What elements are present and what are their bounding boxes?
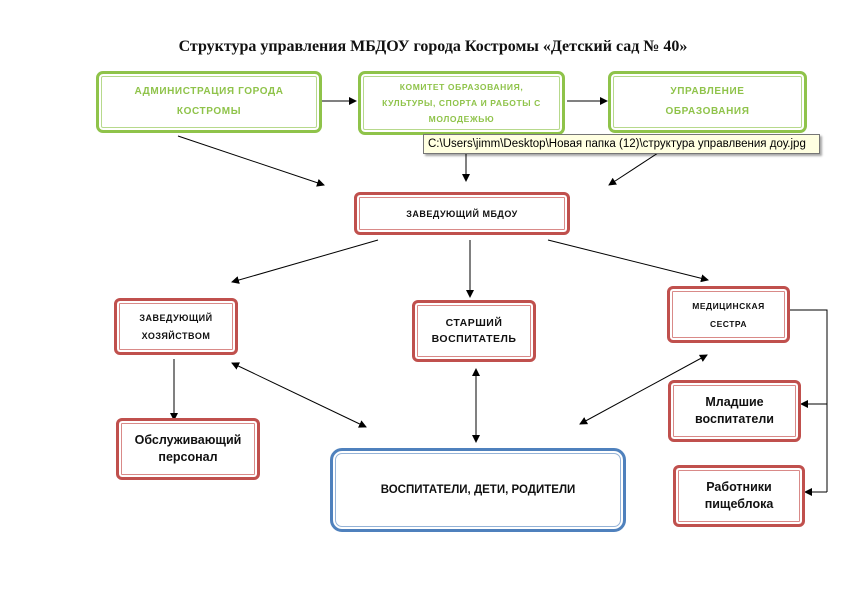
- arrow-head-household: [231, 239, 379, 284]
- arrow-admin-head: [177, 135, 325, 187]
- file-path-tooltip: C:\Users\jimm\Desktop\Новая папка (12)\с…: [423, 134, 820, 154]
- nurse-box: МЕДИЦИНСКАЯ СЕСТРА: [667, 286, 790, 343]
- nurse-label: МЕДИЦИНСКАЯ СЕСТРА: [692, 300, 765, 329]
- committee-label: КОМИТЕТ ОБРАЗОВАНИЯ, КУЛЬТУРЫ, СПОРТА И …: [382, 82, 541, 124]
- household-label: ЗАВЕДУЮЩИЙ ХОЗЯЙСТВОМ: [139, 312, 213, 341]
- head-label: ЗАВЕДУЮЩИЙ МБДОУ: [406, 208, 518, 219]
- head-box: ЗАВЕДУЮЩИЙ МБДОУ: [354, 192, 570, 235]
- educators-label: ВОСПИТАТЕЛИ, ДЕТИ, РОДИТЕЛИ: [380, 484, 576, 496]
- educators-box: ВОСПИТАТЕЛИ, ДЕТИ, РОДИТЕЛИ: [330, 448, 626, 532]
- arrow-head-nurse: [547, 239, 709, 283]
- junior-label: Младшие воспитатели: [695, 395, 774, 426]
- committee-box: КОМИТЕТ ОБРАЗОВАНИЯ, КУЛЬТУРЫ, СПОРТА И …: [358, 71, 565, 135]
- department-box: УПРАВЛЕНИЕ ОБРАЗОВАНИЯ: [608, 71, 807, 133]
- page-title: Структура управления МБДОУ города Костро…: [178, 38, 688, 55]
- senior-box: СТАРШИЙ ВОСПИТАТЕЛЬ: [412, 300, 536, 362]
- admin-box: АДМИНИСТРАЦИЯ ГОРОДА КОСТРОМЫ: [96, 71, 322, 133]
- bracket-nurse-staff: [790, 309, 828, 492]
- admin-label: АДМИНИСТРАЦИЯ ГОРОДА КОСТРОМЫ: [134, 86, 284, 117]
- service-label: Обслуживающий персонал: [134, 433, 242, 464]
- kitchen-label: Работники пищеблока: [704, 480, 774, 511]
- arrow-household-educators: [231, 362, 367, 428]
- arrow-nurse-educators: [579, 354, 708, 425]
- service-box: Обслуживающий персонал: [116, 418, 260, 480]
- kitchen-box: Работники пищеблока: [673, 465, 805, 527]
- household-box: ЗАВЕДУЮЩИЙ ХОЗЯЙСТВОМ: [114, 298, 238, 355]
- senior-label: СТАРШИЙ ВОСПИТАТЕЛЬ: [431, 317, 517, 345]
- department-label: УПРАВЛЕНИЕ ОБРАЗОВАНИЯ: [665, 86, 750, 117]
- junior-box: Младшие воспитатели: [668, 380, 801, 442]
